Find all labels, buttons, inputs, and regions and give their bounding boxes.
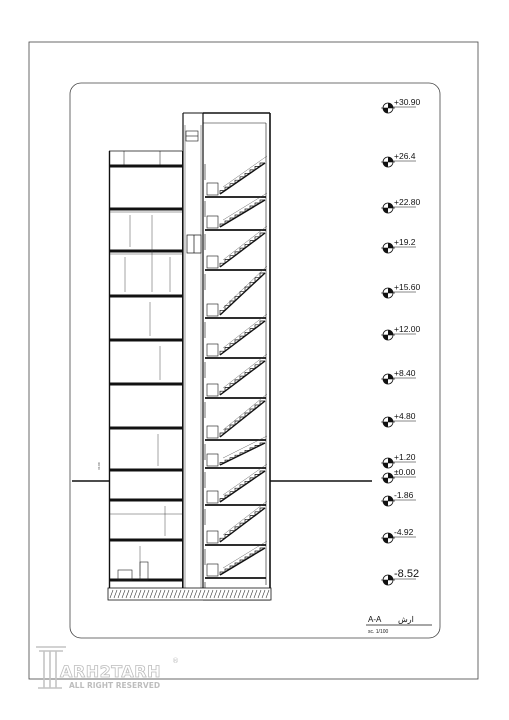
level-marker: +1.20 xyxy=(381,452,416,469)
level-marker: +22.80 xyxy=(381,197,421,214)
floor-slab xyxy=(110,164,182,168)
stair-flight xyxy=(205,155,268,198)
level-marker: ±0.00 xyxy=(381,467,416,484)
level-label: -8.52 xyxy=(394,568,419,580)
floor-slab xyxy=(110,426,182,430)
floor-slab xyxy=(110,294,182,298)
level-marker: -4.92 xyxy=(381,527,416,544)
level-label: +12.00 xyxy=(394,324,421,334)
svg-text:±0.00: ±0.00 xyxy=(97,462,101,470)
level-label: +26.4 xyxy=(394,151,416,161)
elevator-shaft xyxy=(182,112,204,600)
level-label: -4.92 xyxy=(394,527,414,537)
stair-flight xyxy=(205,353,268,399)
level-marker: -1.86 xyxy=(381,490,416,507)
section-scale: sc. 1/100 xyxy=(368,629,389,635)
stair-flight xyxy=(205,435,268,469)
stair-flight xyxy=(205,192,268,231)
inner-rounded-frame xyxy=(69,82,441,639)
elevator-car xyxy=(186,234,202,254)
level-marker: +19.2 xyxy=(381,237,416,254)
level-marker: +30.90 xyxy=(381,97,421,114)
level-label: +1.20 xyxy=(394,452,416,462)
stair-flight xyxy=(205,265,268,319)
floor-slab xyxy=(110,249,182,253)
level-marker: +8.40 xyxy=(381,368,416,385)
foundation xyxy=(107,587,272,601)
left-block-furniture xyxy=(117,561,149,581)
floor-slabs xyxy=(110,164,182,582)
stair-flights xyxy=(204,155,268,598)
level-markers: +30.90 +26.4 +22.80 +19.2 +15.60 +12.00 +8.40 +… xyxy=(381,97,421,586)
watermark-logo xyxy=(36,646,66,689)
level-marker: -8.52 xyxy=(381,568,419,586)
watermark-brand: ARH2TARH xyxy=(60,662,161,681)
watermark-registered: ® xyxy=(172,657,179,665)
building-left-block xyxy=(108,150,183,588)
level-label: +30.90 xyxy=(394,97,421,107)
level-label: +4.80 xyxy=(394,411,416,421)
floor-slab xyxy=(110,498,182,502)
stair-flight xyxy=(205,313,268,359)
level-label: +22.80 xyxy=(394,197,421,207)
level-marker: +26.4 xyxy=(381,151,416,168)
floor-slab xyxy=(110,382,182,386)
stair-flight xyxy=(205,393,268,441)
section-title-persian: ارش xyxy=(398,615,414,624)
stair-flight xyxy=(205,225,268,271)
level-label: +8.40 xyxy=(394,368,416,378)
section-title-latin: A-A xyxy=(368,615,382,624)
watermark-tagline: ALL RIGHT RESERVED xyxy=(69,681,160,690)
floor-slab xyxy=(110,338,182,342)
section-title: A-A ارش sc. 1/100 xyxy=(366,615,432,635)
level-label: ±0.00 xyxy=(394,467,415,477)
stair-flight xyxy=(205,540,268,579)
level-marker: +4.80 xyxy=(381,411,416,428)
level-label: +19.2 xyxy=(394,237,416,247)
level-marker: +15.60 xyxy=(381,282,421,299)
stair-flight xyxy=(205,463,268,506)
outer-sheet-frame xyxy=(28,41,479,680)
stair-flight xyxy=(205,500,268,546)
left-interior-walls xyxy=(110,211,182,576)
level-label: -1.86 xyxy=(394,490,414,500)
ground-level-mark: ±0.00 xyxy=(97,462,101,470)
elevator-machine xyxy=(185,130,199,142)
watermark: ARH2TARH ® ALL RIGHT RESERVED xyxy=(36,646,179,690)
level-marker: +12.00 xyxy=(381,324,421,341)
floor-slab xyxy=(110,468,182,472)
floor-slab xyxy=(110,207,182,211)
level-label: +15.60 xyxy=(394,282,421,292)
